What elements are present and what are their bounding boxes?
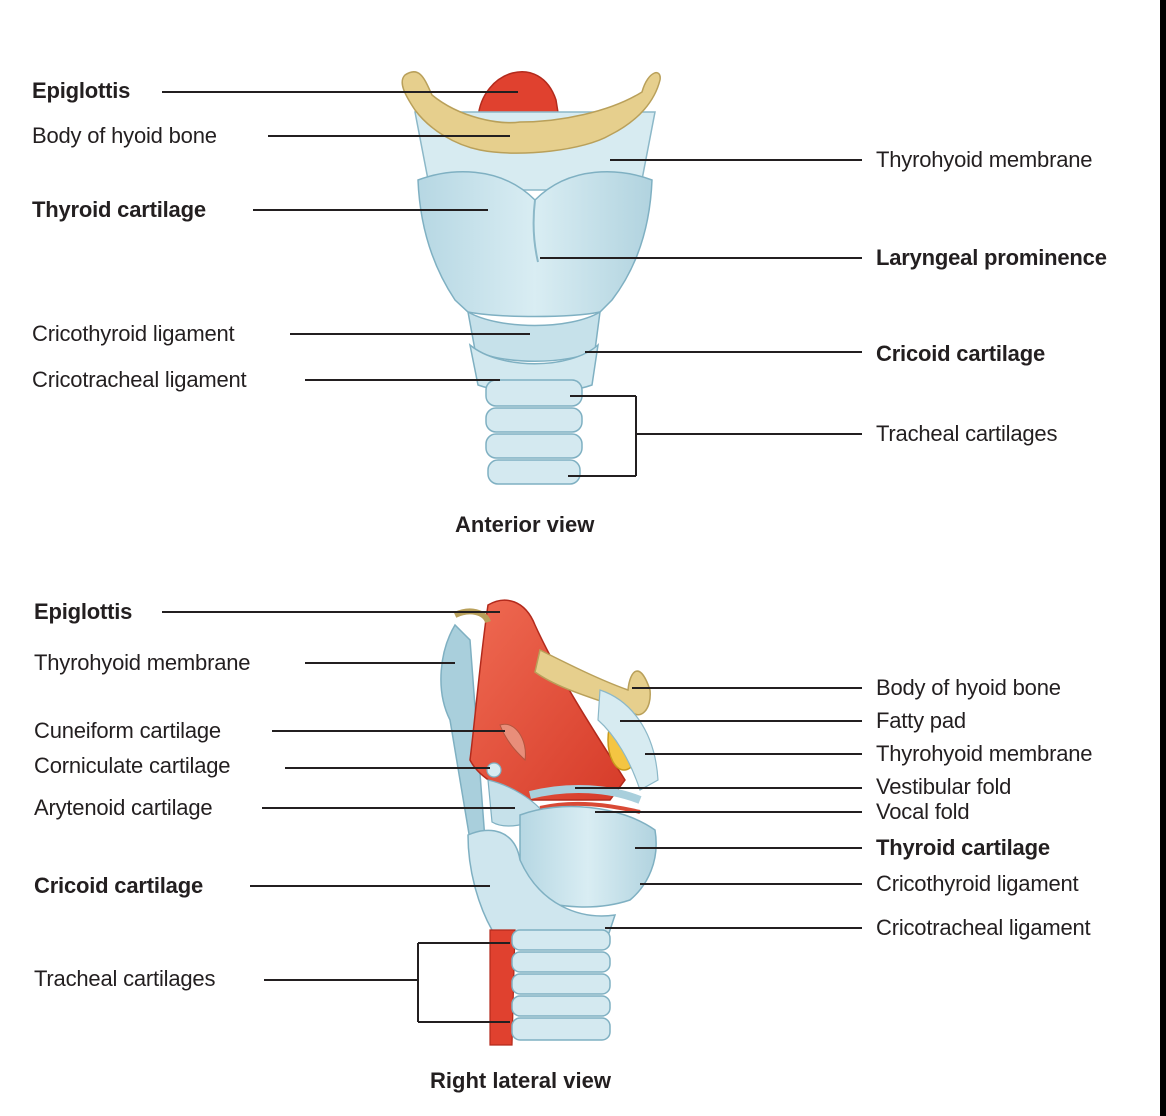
lateral-label-corniculate-cartilage: Corniculate cartilage — [34, 753, 231, 778]
lateral-label-epiglottis: Epiglottis — [34, 599, 133, 624]
lateral-label-thyrohyoid-membrane: Thyrohyoid membrane — [876, 741, 1093, 766]
lateral-hyoid-bone-shape — [534, 648, 651, 716]
lateral-cuneiform-shape — [499, 723, 526, 762]
lateral-vestibular-fold-shape — [529, 785, 642, 804]
anterior-label-cricoid-cartilage: Cricoid cartilage — [876, 341, 1045, 366]
anterior-label-tracheal-cartilages: Tracheal cartilages — [876, 421, 1058, 446]
lateral-label-thyroid-cartilage: Thyroid cartilage — [876, 835, 1050, 860]
lateral-label-vocal-fold: Vocal fold — [876, 799, 970, 824]
lateral-label-fatty-pad: Fatty pad — [876, 708, 966, 733]
lateral-label-tracheal-cartilages: Tracheal cartilages — [34, 966, 216, 991]
anterior-larynx-illustration — [401, 71, 661, 485]
anterior-label-cricothyroid-ligament: Cricothyroid ligament — [32, 321, 235, 346]
lateral-label-vestibular-fold: Vestibular fold — [876, 774, 1012, 799]
anterior-label-laryngeal-prominence: Laryngeal prominence — [876, 245, 1107, 270]
anterior-label-cricotracheal-ligament: Cricotracheal ligament — [32, 367, 247, 392]
lateral-label-hyoid-body: Body of hyoid bone — [876, 675, 1061, 700]
anterior-hyoid-bone-shape — [401, 71, 661, 154]
lateral-label-cricoid-cartilage: Cricoid cartilage — [34, 873, 203, 898]
anterior-label-hyoid-body: Body of hyoid bone — [32, 123, 217, 148]
lateral-label-cricothyroid-ligament: Cricothyroid ligament — [876, 871, 1079, 896]
leader-lines — [162, 91, 862, 1023]
lateral-thyroid-cartilage-shape — [519, 805, 657, 908]
lateral-larynx-illustration — [440, 599, 659, 1046]
anterior-cricothyroid-ligament-shape — [466, 310, 601, 362]
anterior-label-epiglottis: Epiglottis — [32, 78, 131, 103]
anterior-label-thyroid-cartilage: Thyroid cartilage — [32, 197, 206, 222]
anterior-view-caption: Anterior view — [455, 512, 595, 537]
lateral-label-cuneiform-cartilage: Cuneiform cartilage — [34, 718, 221, 743]
lateral-esophagus-shape — [489, 929, 516, 1046]
lateral-label-thyrohyoid-membrane: Thyrohyoid membrane — [34, 650, 251, 675]
lateral-corniculate-shape — [486, 762, 502, 778]
lateral-view-caption: Right lateral view — [430, 1068, 611, 1093]
anterior-tracheal-rings — [485, 379, 583, 485]
anterior-label-thyrohyoid-membrane: Thyrohyoid membrane — [876, 147, 1093, 172]
lateral-label-cricotracheal-ligament: Cricotracheal ligament — [876, 915, 1091, 940]
lateral-tracheal-rings — [511, 929, 611, 1041]
lateral-thyrohyoid-membrane-shape — [597, 689, 659, 791]
lateral-vocal-fold-shape — [539, 801, 641, 814]
lateral-label-arytenoid-cartilage: Arytenoid cartilage — [34, 795, 213, 820]
